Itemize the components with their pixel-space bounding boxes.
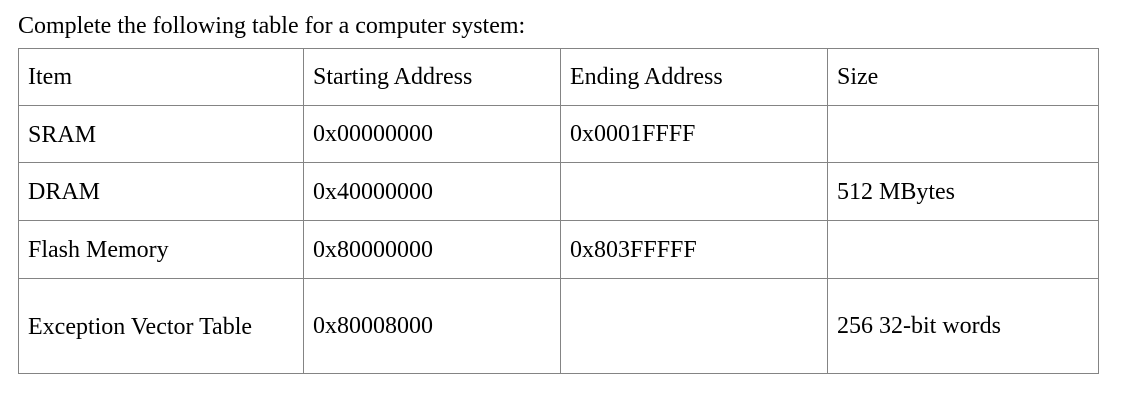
cell-ending-address (560, 278, 828, 374)
cell-ending-address (560, 162, 828, 221)
table-row: Exception Vector Table 0x80008000 256 32… (18, 278, 1099, 374)
table-row: SRAM 0x00000000 0x0001FFFF (18, 105, 1099, 163)
cell-starting-address: 0x40000000 (303, 162, 561, 221)
cell-item: SRAM (18, 105, 304, 163)
cell-size: 512 MBytes (827, 162, 1099, 221)
cell-size (827, 220, 1099, 279)
cell-item: Flash Memory (18, 220, 304, 279)
cell-size (827, 105, 1099, 163)
header-starting-address: Starting Address (303, 48, 561, 106)
cell-starting-address: 0x00000000 (303, 105, 561, 163)
memory-map-table: Item Starting Address Ending Address Siz… (18, 48, 1099, 374)
cell-item: Exception Vector Table (18, 278, 304, 374)
table-row: DRAM 0x40000000 512 MBytes (18, 162, 1099, 221)
header-ending-address: Ending Address (560, 48, 828, 106)
cell-item-text: SRAM (28, 121, 97, 148)
table-row: Flash Memory 0x80000000 0x803FFFFF (18, 220, 1099, 279)
cell-size: 256 32-bit words (827, 278, 1099, 374)
cell-starting-address: 0x80008000 (303, 278, 561, 374)
cell-item-text: Flash Memory (28, 237, 169, 264)
header-size: Size (827, 48, 1099, 106)
page-title: Complete the following table for a compu… (18, 13, 526, 39)
cell-item-text: DRAM (28, 179, 101, 206)
header-item: Item (18, 48, 304, 106)
cell-item-text: Exception Vector Table (28, 313, 253, 340)
cell-starting-address: 0x80000000 (303, 220, 561, 279)
cell-ending-address: 0x0001FFFF (560, 105, 828, 163)
cell-item: DRAM (18, 162, 304, 221)
cell-ending-address: 0x803FFFFF (560, 220, 828, 279)
table-header-row: Item Starting Address Ending Address Siz… (18, 48, 1099, 106)
